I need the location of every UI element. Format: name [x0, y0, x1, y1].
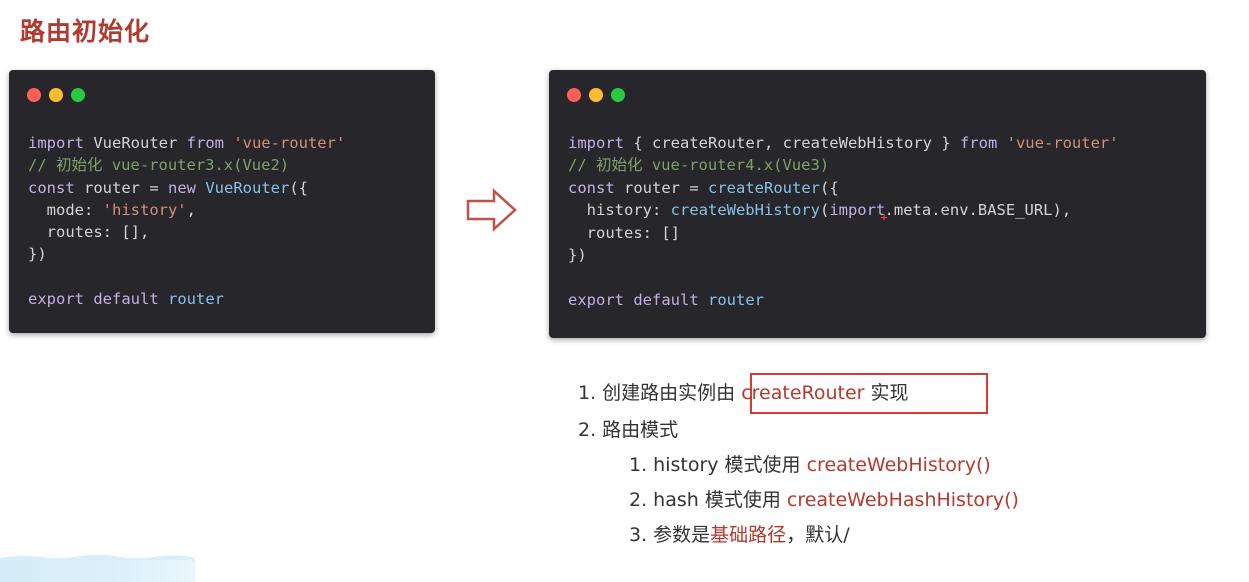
code-text: router =	[614, 178, 708, 197]
code-keyword: from	[186, 134, 224, 152]
note-text: 1. history 模式使用	[629, 454, 807, 476]
maximize-dot-icon	[71, 88, 85, 102]
code-function: VueRouter	[196, 178, 290, 197]
code-window-vue3: import { createRouter, createWebHistory …	[549, 70, 1206, 338]
code-text: { createRouter, createWebHistory }	[624, 134, 960, 152]
code-block-vue2: import VueRouter from 'vue-router' // 初始…	[28, 132, 345, 310]
mouse-cursor-icon: +	[880, 209, 888, 224]
code-text: .meta.env.BASE_URL),	[884, 200, 1072, 219]
code-text: ({	[819, 178, 839, 197]
code-block-vue3: import { createRouter, createWebHistory …	[568, 132, 1119, 311]
code-keyword: import	[568, 134, 624, 152]
window-controls	[27, 88, 85, 102]
code-text: routes: [],	[28, 223, 150, 242]
code-keyword: default	[93, 290, 159, 309]
code-function: createWebHistory	[670, 200, 820, 219]
code-text: mode:	[28, 200, 103, 219]
code-function: createRouter	[708, 178, 820, 197]
code-function: router	[158, 290, 224, 309]
code-string: 'vue-router'	[223, 134, 346, 152]
note-text: ，默认/	[786, 524, 850, 546]
close-dot-icon	[567, 88, 581, 102]
minimize-dot-icon	[49, 88, 63, 102]
note-highlight: 基础路径	[710, 524, 787, 546]
list-item: 1. 创建路由实例由 createRouter 实现	[578, 378, 909, 405]
code-text: routes: []	[568, 224, 680, 243]
list-item: 2. hash 模式使用 createWebHashHistory()	[629, 485, 1019, 512]
list-item: 2. 路由模式	[578, 415, 678, 442]
minimize-dot-icon	[589, 88, 603, 102]
note-text: 2. 路由模式	[578, 419, 679, 441]
slide-title: 路由初始化	[20, 17, 151, 46]
list-item: 1. history 模式使用 createWebHistory()	[629, 450, 991, 477]
note-highlight: createRouter	[741, 382, 865, 404]
code-text: })	[568, 246, 587, 265]
code-keyword: from	[959, 134, 998, 152]
code-comment: // 初始化 vue-router4.x(Vue3)	[568, 156, 830, 175]
code-text: (	[819, 200, 830, 219]
code-comment: // 初始化 vue-router3.x(Vue2)	[28, 156, 290, 175]
note-text: 2. hash 模式使用	[629, 489, 787, 511]
code-text: history:	[568, 200, 671, 219]
note-highlight: createWebHistory()	[806, 454, 991, 476]
code-keyword: default	[633, 291, 699, 310]
note-text: 实现	[864, 382, 909, 404]
decorative-brush-stroke	[0, 560, 195, 582]
code-string: 'vue-router'	[997, 134, 1119, 152]
maximize-dot-icon	[611, 88, 625, 102]
code-window-vue2: import VueRouter from 'vue-router' // 初始…	[9, 70, 435, 333]
right-arrow-icon	[466, 188, 517, 232]
code-keyword: export	[28, 290, 84, 309]
note-text: 3. 参数是	[629, 524, 711, 546]
close-dot-icon	[27, 88, 41, 102]
code-keyword: const	[568, 178, 615, 197]
code-keyword: const	[28, 178, 75, 197]
note-text: 1. 创建路由实例由	[578, 382, 742, 404]
code-text: router =	[74, 178, 168, 197]
code-text: })	[28, 245, 47, 264]
code-text: ({	[289, 178, 308, 197]
code-keyword: export	[568, 291, 624, 310]
code-keyword: import	[28, 134, 84, 152]
code-function: router	[698, 291, 764, 310]
highlight-box	[750, 373, 988, 414]
code-keyword: import	[829, 200, 886, 219]
code-string: 'history'	[102, 200, 187, 219]
code-text	[84, 290, 93, 308]
code-text: ,	[186, 200, 196, 219]
note-highlight: createWebHashHistory()	[786, 489, 1019, 511]
code-keyword: new	[168, 178, 196, 197]
code-text: VueRouter	[84, 134, 187, 152]
window-controls	[567, 88, 625, 102]
list-item: 3. 参数是基础路径，默认/	[629, 520, 850, 547]
code-text	[624, 291, 633, 309]
